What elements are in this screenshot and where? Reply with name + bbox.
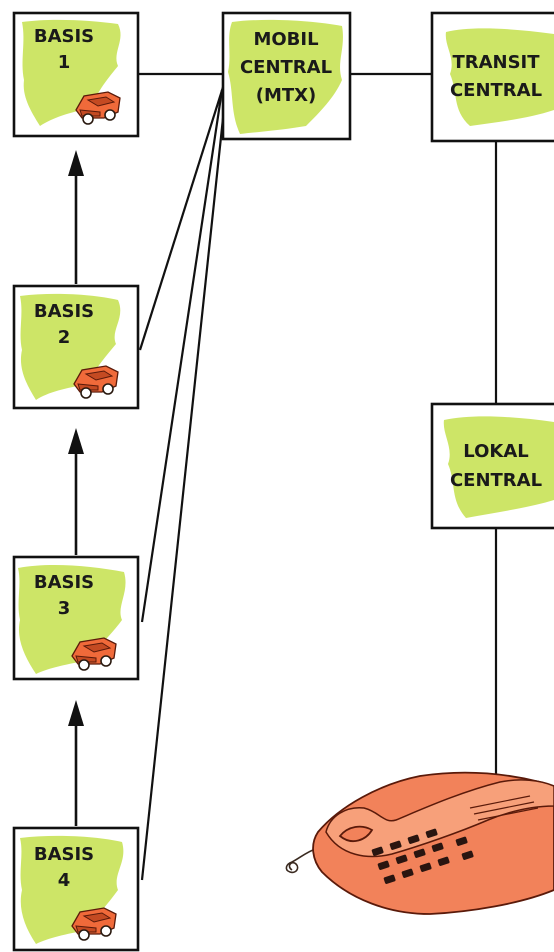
basis-station-4: BASIS 4 xyxy=(12,826,140,952)
mobile-switching-center: MOBIL CENTRAL (MTX) xyxy=(221,11,352,141)
basis-1-number: 1 xyxy=(58,52,71,73)
transit-name-line2: CENTRAL xyxy=(450,80,542,101)
transit-name-line1: TRANSIT xyxy=(452,52,540,73)
basis-station-1: BASIS 1 xyxy=(12,11,140,138)
connections xyxy=(138,72,498,881)
basis-station-3: BASIS 3 xyxy=(12,555,140,681)
arrow-up-icon xyxy=(68,700,84,826)
link-mtx-basis2 xyxy=(138,83,226,351)
keypad xyxy=(371,828,474,884)
lokal-name-line1: LOKAL xyxy=(463,441,528,462)
link-mtx-basis3 xyxy=(140,89,224,623)
handover-arrows xyxy=(68,150,84,826)
basis-1-name: BASIS xyxy=(34,26,94,47)
arrow-up-icon xyxy=(68,150,84,284)
mtx-name-line2: CENTRAL xyxy=(240,57,332,78)
telephone-icon xyxy=(285,771,554,915)
lokal-name-line2: CENTRAL xyxy=(450,470,542,491)
basis-3-name: BASIS xyxy=(34,572,94,593)
basis-station-2: BASIS 2 xyxy=(12,284,140,410)
basis-3-number: 3 xyxy=(58,598,71,619)
basis-2-name: BASIS xyxy=(34,301,94,322)
link-mtx-basis4 xyxy=(140,89,228,881)
transit-exchange: TRANSIT CENTRAL xyxy=(430,11,554,143)
mtx-abbreviation: (MTX) xyxy=(256,85,317,106)
basis-4-number: 4 xyxy=(58,870,71,891)
local-exchange: LOKAL CENTRAL xyxy=(430,402,554,530)
basis-4-name: BASIS xyxy=(34,844,94,865)
arrow-up-icon xyxy=(68,428,84,555)
basis-2-number: 2 xyxy=(58,327,71,348)
mtx-name-line1: MOBIL xyxy=(253,29,318,50)
